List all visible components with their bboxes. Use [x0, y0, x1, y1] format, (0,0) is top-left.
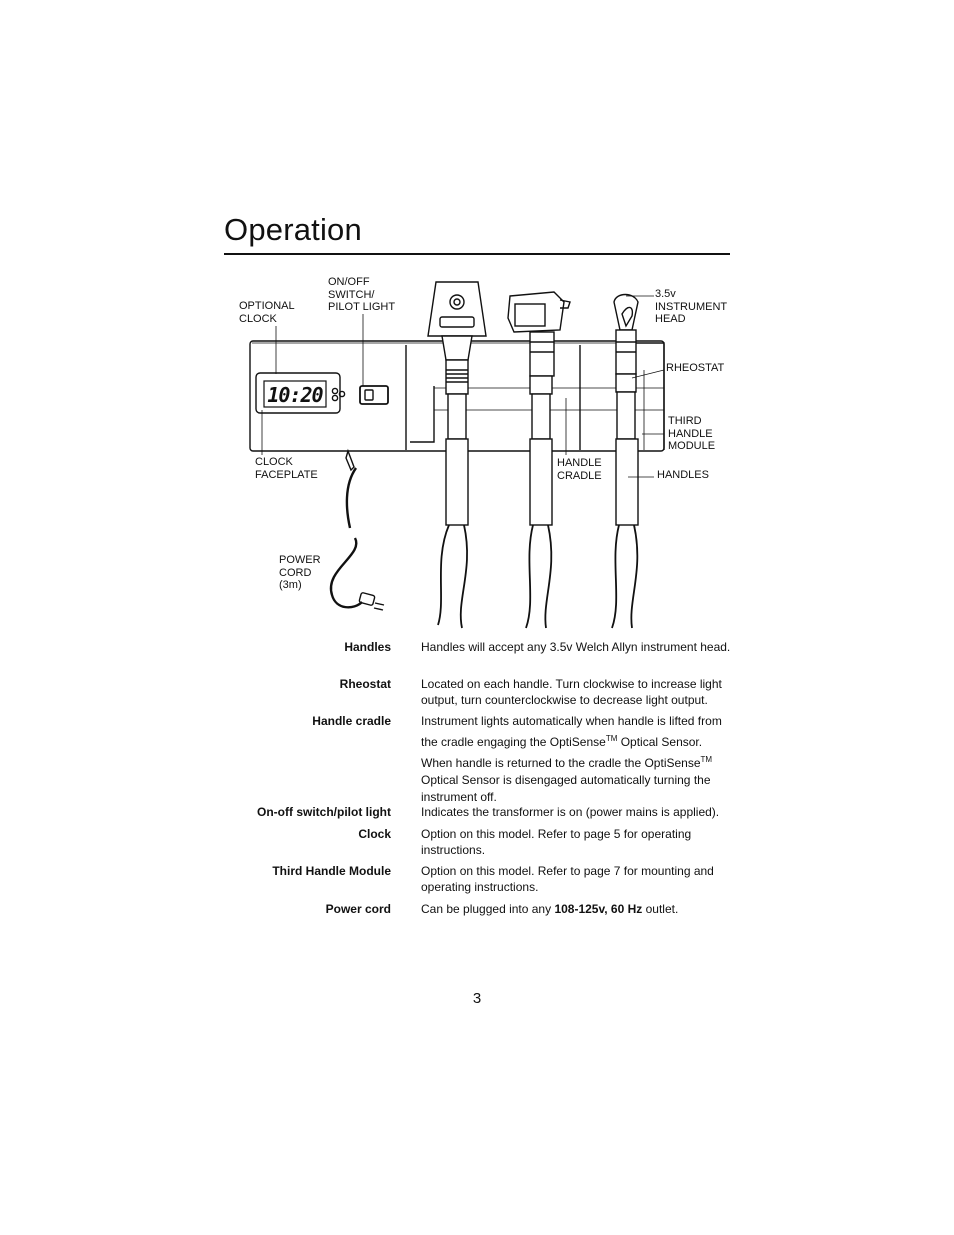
- desc-handle-cradle: Instrument lights automatically when han…: [421, 713, 733, 806]
- callout-line: FACEPLATE: [255, 468, 318, 481]
- term-handles: Handles: [344, 640, 391, 654]
- desc-text: Indicates the transformer is on (power m…: [421, 805, 720, 819]
- desc-text: Option on this model. Refer to page 5 fo…: [421, 827, 692, 857]
- callout-line: 3.5v: [655, 288, 676, 300]
- callout-line: MODULE: [668, 440, 716, 452]
- trademark-sup: TM: [605, 734, 618, 743]
- term-clock: Clock: [358, 827, 391, 841]
- desc-power-cord: Can be plugged into any 108-125v, 60 Hz …: [421, 901, 733, 917]
- trademark-sup: TM: [700, 755, 713, 764]
- callout-line: HEAD: [655, 313, 686, 325]
- callout-line: POWER: [279, 554, 321, 566]
- desc-clock: Option on this model. Refer to page 5 fo…: [421, 826, 733, 858]
- term-third-handle-module: Third Handle Module: [272, 864, 391, 878]
- desc-third-handle-module: Option on this model. Refer to page 7 fo…: [421, 863, 733, 895]
- callout-line: RHEOSTAT: [666, 362, 725, 374]
- term-power-cord: Power cord: [325, 902, 391, 916]
- desc-text: Handles will accept any 3.5v Welch Allyn…: [421, 640, 731, 654]
- desc-text: Located on each handle. Turn clockwise t…: [421, 677, 722, 707]
- term-rheostat: Rheostat: [339, 677, 391, 691]
- callout-line: INSTRUMENT: [655, 300, 728, 313]
- desc-text: Instrument lights automatically when han…: [421, 714, 722, 749]
- clock-digits: 10:20: [267, 383, 323, 407]
- callout-third-handle-module: THIRD HANDLE MODULE: [668, 415, 715, 453]
- desc-text: Optical Sensor is disengaged automatical…: [421, 773, 711, 804]
- callout-line: ON/OFF: [328, 276, 370, 288]
- callout-line: HANDLES: [657, 469, 709, 481]
- callout-line: CORD: [279, 566, 312, 579]
- voltage-spec: 108-125v, 60 Hz: [554, 902, 643, 916]
- term-onoff-switch: On-off switch/pilot light: [257, 805, 391, 819]
- term-handle-cradle: Handle cradle: [312, 714, 391, 728]
- callout-line: CRADLE: [557, 469, 602, 482]
- callout-line: THIRD: [668, 415, 702, 427]
- callout-line: CLOCK: [255, 456, 293, 468]
- callout-line: HANDLE: [668, 427, 713, 440]
- callout-handle-cradle: HANDLE CRADLE: [557, 457, 602, 482]
- callout-line: CLOCK: [239, 312, 277, 325]
- callout-line: HANDLE: [557, 457, 602, 469]
- desc-rheostat: Located on each handle. Turn clockwise t…: [421, 676, 733, 708]
- callout-handles: HANDLES: [657, 469, 709, 482]
- desc-text: Optical Sensor. When handle is returned …: [421, 735, 703, 770]
- callout-clock-faceplate: CLOCK FACEPLATE: [255, 456, 318, 481]
- callout-onoff-switch: ON/OFF SWITCH/ PILOT LIGHT: [328, 276, 395, 314]
- desc-onoff-switch: Indicates the transformer is on (power m…: [421, 804, 733, 820]
- callout-line: SWITCH/: [328, 288, 375, 301]
- desc-handles: Handles will accept any 3.5v Welch Allyn…: [421, 639, 733, 655]
- desc-text: outlet.: [642, 902, 679, 916]
- callout-line: OPTIONAL: [239, 300, 295, 312]
- callout-power-cord: POWER CORD (3m): [279, 554, 321, 592]
- page-title: Operation: [224, 212, 362, 247]
- callout-rheostat: RHEOSTAT: [666, 362, 724, 375]
- callout-instrument-head: 3.5v INSTRUMENT HEAD: [655, 288, 727, 326]
- title-rule: [224, 253, 730, 255]
- callout-line: (3m): [279, 579, 302, 591]
- callout-line: PILOT LIGHT: [328, 301, 396, 313]
- desc-text: Option on this model. Refer to page 7 fo…: [421, 864, 714, 894]
- callout-optional-clock: OPTIONAL CLOCK: [239, 300, 295, 325]
- wall-transformer-illustration: 10:20: [249, 281, 665, 629]
- desc-text: Can be plugged into any: [421, 902, 555, 916]
- page-number: 3: [472, 990, 482, 1007]
